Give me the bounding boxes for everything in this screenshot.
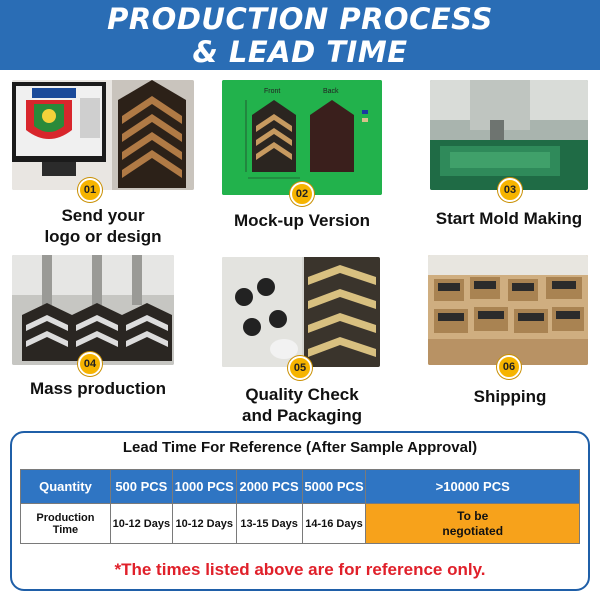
days-negotiated: To be negotiated xyxy=(365,503,580,544)
step-5-badge: 05 xyxy=(288,356,312,380)
header-10000: >10000 PCS xyxy=(365,469,580,504)
step-2-badge: 02 xyxy=(290,182,314,206)
days-5000: 14-16 Days xyxy=(301,503,367,544)
step-3-caption: Start Mold Making xyxy=(435,209,583,228)
step-6-badge: 06 xyxy=(497,355,521,379)
header-500: 500 PCS xyxy=(109,469,173,504)
reference-note: *The times listed above are for referenc… xyxy=(114,560,486,579)
table-header-row: Quantity 500 PCS 1000 PCS 2000 PCS 5000 … xyxy=(20,469,580,504)
title-line-2: & LEAD TIME xyxy=(192,35,408,69)
step-1-photo xyxy=(12,80,194,190)
step-6-caption: Shipping xyxy=(473,387,547,406)
lead-time-panel: Lead Time For Reference (After Sample Ap… xyxy=(10,431,590,591)
step-2-caption: Mock-up Version xyxy=(233,211,371,230)
mockup-front-label: Front xyxy=(264,88,281,95)
row-label: Production Time xyxy=(20,503,111,544)
mockup-back-label: Back xyxy=(323,88,339,95)
days-500: 10-12 Days xyxy=(109,503,173,544)
table-row: Production Time 10-12 Days 10-12 Days 13… xyxy=(20,503,580,544)
header-5000: 5000 PCS xyxy=(301,469,367,504)
lead-time-table: Quantity 500 PCS 1000 PCS 2000 PCS 5000 … xyxy=(20,469,580,544)
step-4-caption: Mass production xyxy=(29,379,166,398)
step-3-photo xyxy=(430,80,588,190)
step-6-photo xyxy=(428,255,588,365)
step-4-badge: 04 xyxy=(78,352,102,376)
step-2-photo: Front Back xyxy=(222,80,382,195)
days-2000: 13-15 Days xyxy=(235,503,303,544)
header-2000: 2000 PCS xyxy=(235,469,303,504)
step-5-caption: Quality Check and Packaging xyxy=(242,385,362,425)
step-1-caption: Send your logo or design xyxy=(44,206,162,246)
title-banner: PRODUCTION PROCESS & LEAD TIME xyxy=(0,0,600,70)
header-1000: 1000 PCS xyxy=(171,469,237,504)
lead-time-title: Lead Time For Reference (After Sample Ap… xyxy=(122,439,478,456)
header-quantity: Quantity xyxy=(20,469,111,504)
title-line-1: PRODUCTION PROCESS xyxy=(107,2,493,36)
step-4-photo xyxy=(12,255,174,365)
step-5-photo xyxy=(222,257,380,367)
days-1000: 10-12 Days xyxy=(171,503,237,544)
step-1-badge: 01 xyxy=(78,178,102,202)
step-3-badge: 03 xyxy=(498,178,522,202)
